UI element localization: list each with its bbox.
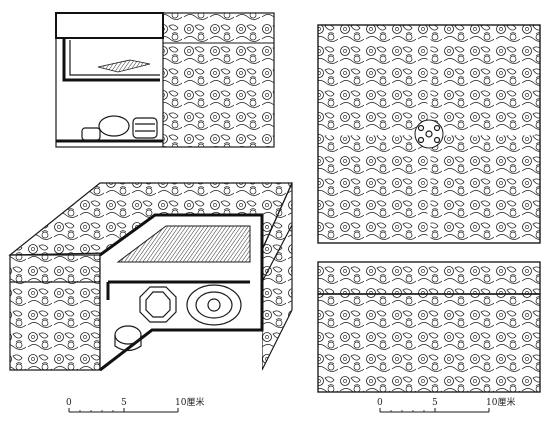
side-band-ornament: [317, 261, 541, 295]
lid-section: [55, 12, 164, 39]
scale-left-tick-0: 0: [66, 398, 72, 408]
section-view: [55, 12, 275, 148]
octagonal-box: [139, 286, 177, 323]
side-panel-ornament-2: [317, 293, 541, 393]
side-elevation: [317, 261, 541, 393]
tray-inner-line: [69, 40, 160, 76]
comb-in-tray: [97, 59, 151, 73]
box-front-face: [9, 254, 101, 371]
flower-box: [186, 284, 242, 326]
isometric-cutaway: [8, 182, 293, 372]
scale-right-tick-0: 0: [377, 398, 383, 408]
scale-bar-right: 0 5 10厘米: [377, 396, 515, 413]
small-box-3: [81, 127, 101, 141]
scale-left-tick-10: 10厘米: [175, 396, 204, 408]
scale-right-tick-5: 5: [432, 398, 438, 408]
lid-band-ornament: [162, 12, 275, 44]
tray-section: [62, 38, 160, 82]
lid-plan: [317, 24, 541, 244]
small-box-1: [98, 115, 130, 137]
comb-tray: [116, 225, 251, 263]
lid-center-rosette: [414, 119, 444, 149]
lid-edge-right: [261, 224, 293, 283]
scale-bar-left: 0 5 10厘米: [66, 396, 204, 413]
scale-left-tick-5: 5: [121, 398, 127, 408]
cutaway-outline: [99, 213, 264, 372]
side-panel-ornament: [162, 42, 275, 148]
scale-right-tick-10: 10厘米: [486, 396, 515, 408]
small-box-2: [132, 117, 158, 139]
